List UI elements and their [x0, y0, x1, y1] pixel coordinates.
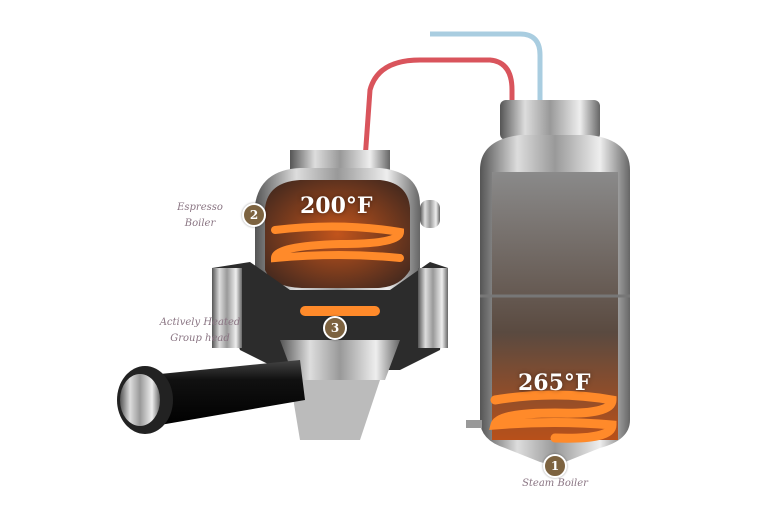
badge-3: 3 — [323, 316, 347, 340]
label-line: Boiler — [184, 218, 216, 229]
steam-boiler-label: Steam Boiler — [522, 478, 588, 489]
espresso-boiler — [255, 150, 440, 298]
portafilter — [117, 360, 305, 434]
badge-2: 2 — [242, 203, 266, 227]
group-head-label: Actively Heated Group head — [155, 315, 245, 347]
badge-1: 1 — [543, 454, 567, 478]
label-line: Actively Heated — [159, 317, 241, 328]
hot-water-pipe — [362, 57, 515, 161]
steam-boiler — [466, 100, 630, 464]
group-head-heater — [300, 306, 380, 316]
espresso-heating-coil — [270, 222, 405, 263]
label-line: Group head — [170, 333, 230, 344]
steam-heating-coil — [489, 390, 617, 443]
cold-water-pipe — [430, 31, 543, 110]
espresso-temperature: 200°F — [300, 193, 373, 219]
label-line: Espresso — [177, 202, 223, 213]
steam-temperature: 265°F — [518, 370, 591, 396]
espresso-boiler-label: Espresso Boiler — [170, 200, 230, 232]
